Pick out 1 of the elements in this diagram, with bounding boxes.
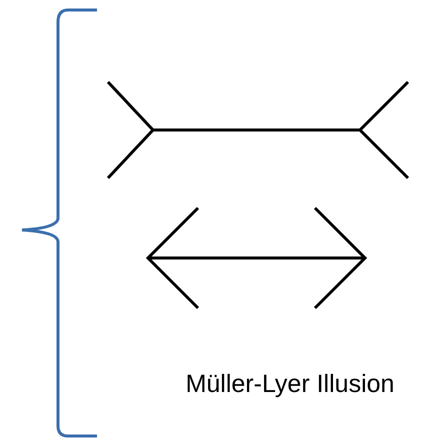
- illusion-caption: Müller-Lyer Illusion: [185, 369, 395, 400]
